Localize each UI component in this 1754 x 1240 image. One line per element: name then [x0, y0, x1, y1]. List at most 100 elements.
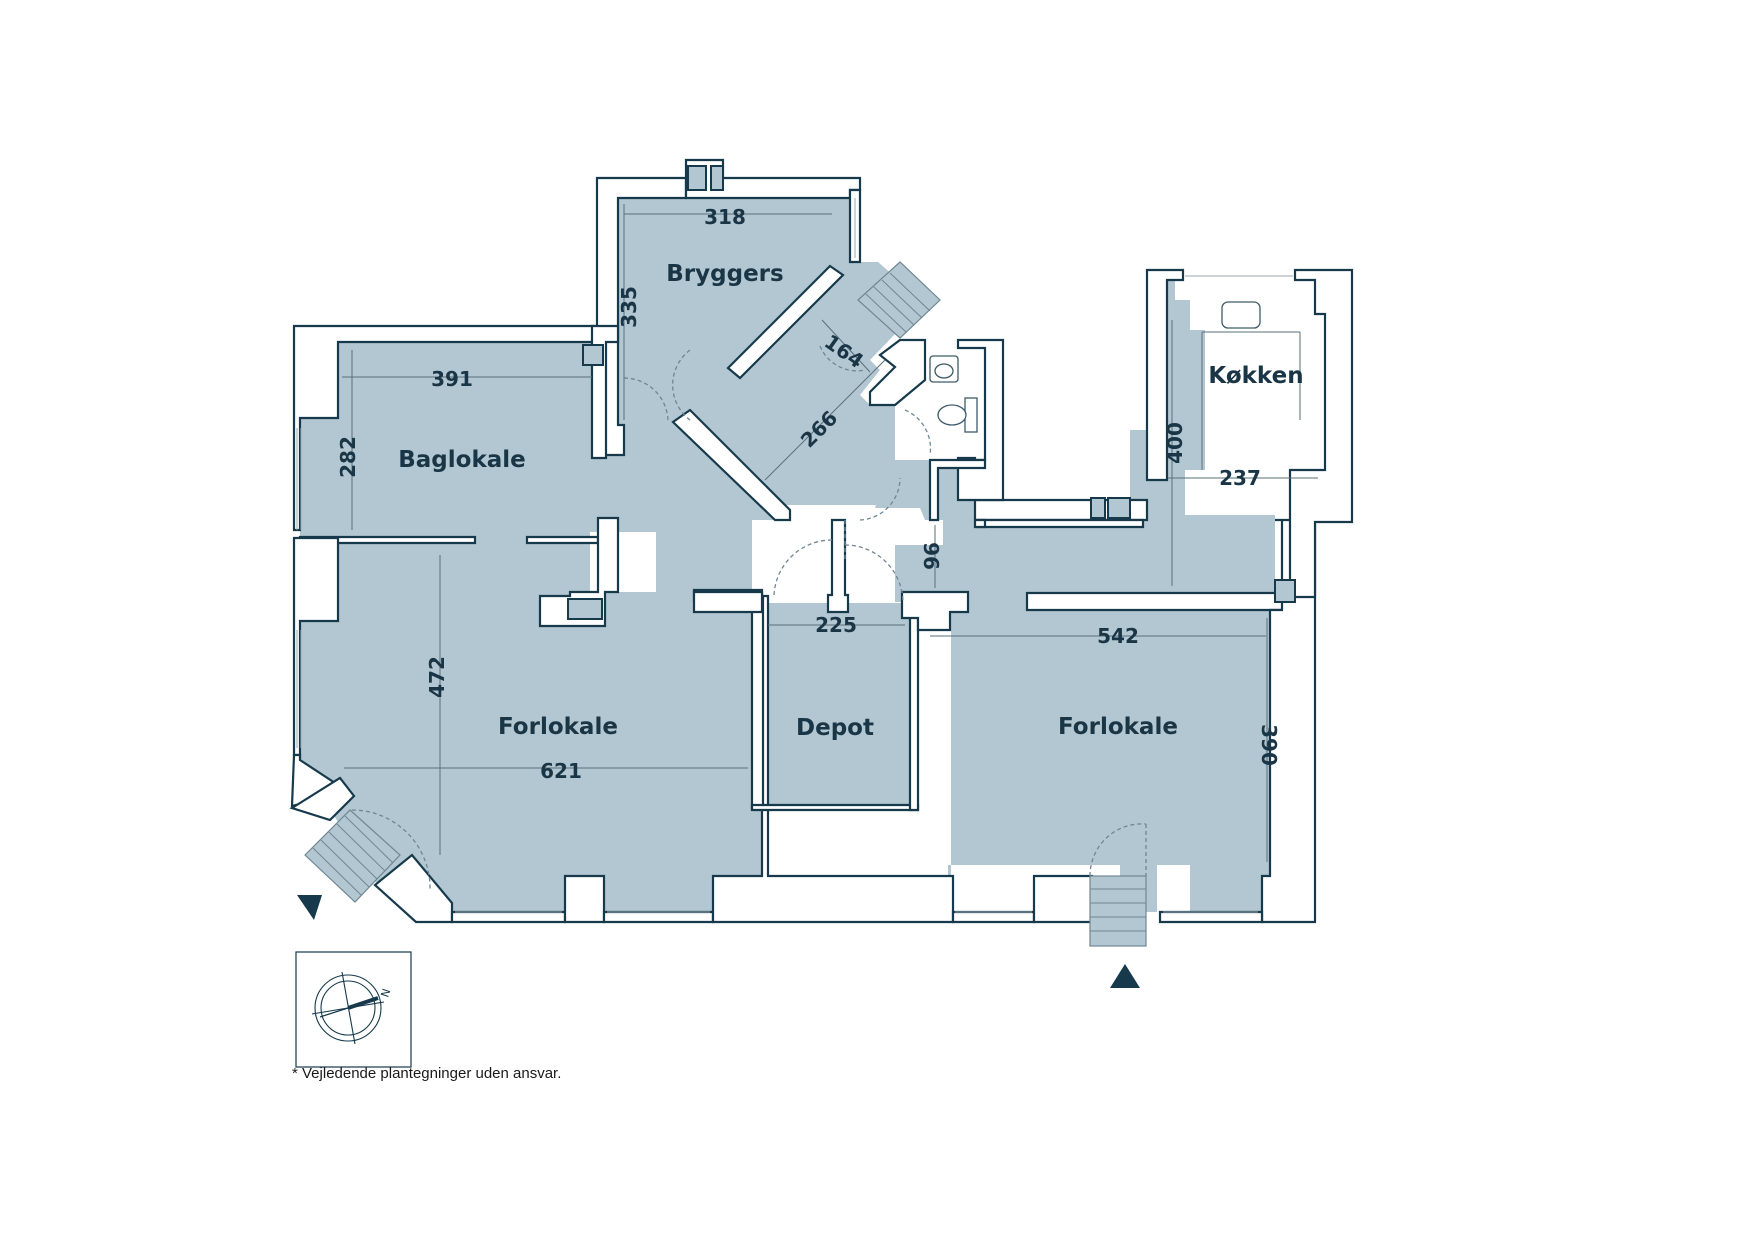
wall-kitchen-right — [1288, 268, 1354, 599]
toilet-icon — [964, 397, 978, 433]
stove-box — [567, 598, 603, 620]
dim-label-forlokale-left-height: 472 — [425, 656, 449, 698]
wall-stair-diag-lower — [671, 408, 792, 522]
stair-top-shape — [857, 261, 941, 339]
stair-bottom-left-shape — [304, 809, 401, 903]
compass-needle-tail — [319, 1007, 349, 1018]
room-floors — [300, 196, 1282, 912]
kitchen-sink-icon — [1221, 301, 1261, 329]
dim-label-baglokale-height: 282 — [336, 436, 360, 478]
door-swing-bath — [904, 409, 932, 456]
stair-entrance-shape — [1089, 875, 1147, 947]
wall-depot-left — [750, 596, 765, 810]
dim-label-hall-height: 96 — [920, 542, 944, 570]
compass-icon: N — [295, 951, 412, 1068]
door-swings — [351, 345, 1147, 891]
wall-forlokale-right-bottom — [951, 910, 1036, 924]
stair-top-step — [865, 293, 907, 333]
stair-bottom-left-step — [312, 847, 362, 896]
wall-bottom-pier — [563, 874, 606, 924]
wall-depot-top-left — [692, 590, 764, 614]
floor-forlokale-left — [300, 535, 762, 912]
room-label-bryggers: Bryggers — [666, 261, 783, 287]
windows — [296, 198, 1293, 913]
wall-partition-right — [525, 535, 600, 545]
walls — [289, 158, 1354, 924]
wall-bottom-left-diag — [289, 776, 356, 822]
stair-top-step — [881, 279, 923, 319]
dim-label-forlokale-right-height: 390 — [1257, 724, 1281, 766]
dimension-lines — [342, 204, 1318, 862]
door-swing-hall — [859, 477, 901, 521]
wall-depot-bottom — [750, 803, 920, 812]
dim-label-bryggers-height: 335 — [617, 286, 641, 328]
door-swing-stair — [672, 349, 691, 421]
dim-line-stair-b — [764, 359, 886, 481]
wall-bottom-2 — [602, 910, 715, 924]
door-swing-depot-left — [773, 539, 833, 596]
wall-hall-mid — [928, 458, 987, 522]
wall-hall-lower — [973, 518, 987, 529]
wall-forlokale-right-side — [1260, 518, 1317, 924]
compass-inner-ring — [320, 980, 376, 1036]
stair-bottom-left-step — [328, 831, 378, 880]
wall-forlokale-right-bottom2 — [1158, 910, 1264, 924]
stair-bottom-left — [304, 809, 401, 903]
wall-bath-left — [868, 338, 927, 407]
stair-bottom-left-step — [344, 815, 394, 864]
room-label-depot: Depot — [796, 715, 874, 741]
compass-frame — [295, 951, 412, 1068]
wall-forlokale-right-top — [1025, 591, 1292, 612]
floor-depot — [763, 603, 910, 805]
dim-label-bryggers-width: 318 — [704, 205, 746, 229]
shaft-baglokale — [582, 344, 604, 366]
stair-top — [857, 261, 941, 339]
dim-label-kitchen-width: 237 — [1219, 466, 1261, 490]
entrance-arrow-icon — [1110, 964, 1140, 988]
wall-bottom-1 — [450, 910, 567, 924]
dim-line-stair-a — [821, 319, 871, 373]
dim-label-depot-width: 225 — [815, 613, 857, 637]
room-label-baglokale: Baglokale — [398, 447, 526, 473]
stair-top-step — [873, 286, 915, 326]
dim-label-baglokale-width: 391 — [431, 367, 473, 391]
room-label-forlokale-right: Forlokale — [1058, 714, 1178, 740]
door-swing-stair-bottom — [351, 809, 431, 891]
dim-label-forlokale-right-width: 542 — [1097, 624, 1139, 648]
shaft-kitchen-1 — [1090, 497, 1106, 519]
shaft-forlokale — [1274, 579, 1296, 603]
wall-forlokale-right-pier — [1032, 874, 1094, 924]
dim-label-forlokale-left-width: 621 — [540, 759, 582, 783]
room-label-forlokale-left: Forlokale — [498, 714, 618, 740]
chimney-left — [687, 165, 707, 191]
dim-label-kitchen-height: 400 — [1163, 422, 1187, 464]
sink-bowl — [934, 363, 954, 379]
shaft-kitchen-2 — [1107, 497, 1131, 519]
door-swing-landing — [819, 345, 866, 372]
stair-bottom-left-step — [320, 839, 370, 888]
door-swing-depot-right — [844, 544, 904, 604]
room-labels: Bryggers Baglokale Forlokale Depot Forlo… — [398, 261, 1303, 741]
door-swing-entrance — [1089, 823, 1147, 877]
compass-north-label: N — [378, 987, 393, 999]
compass-outer-ring — [314, 974, 382, 1042]
stair-bottom-left-step — [336, 823, 386, 872]
stair-top-step — [889, 272, 931, 312]
stair-entrance — [1089, 875, 1147, 947]
wall-stair-diag-upper — [726, 264, 845, 380]
compass-needle — [347, 996, 379, 1010]
chimney-boxes — [567, 165, 1296, 620]
side-entrance-arrow-icon — [297, 895, 322, 920]
disclaimer-text: * Vejledende plantegninger uden ansvar. — [292, 1065, 562, 1082]
door-swing-bryggers — [623, 377, 669, 423]
fixtures — [929, 301, 1301, 470]
wall-depot-top-right — [900, 590, 970, 632]
wall-hall-top — [975, 518, 1145, 529]
chimney-right — [710, 165, 724, 191]
wall-depot-right — [908, 596, 920, 812]
wall-kitchen-left — [1145, 268, 1185, 482]
wall-depot-divider — [826, 518, 850, 614]
room-label-kokken: Køkken — [1208, 363, 1303, 389]
toilet-bowl — [937, 404, 967, 426]
